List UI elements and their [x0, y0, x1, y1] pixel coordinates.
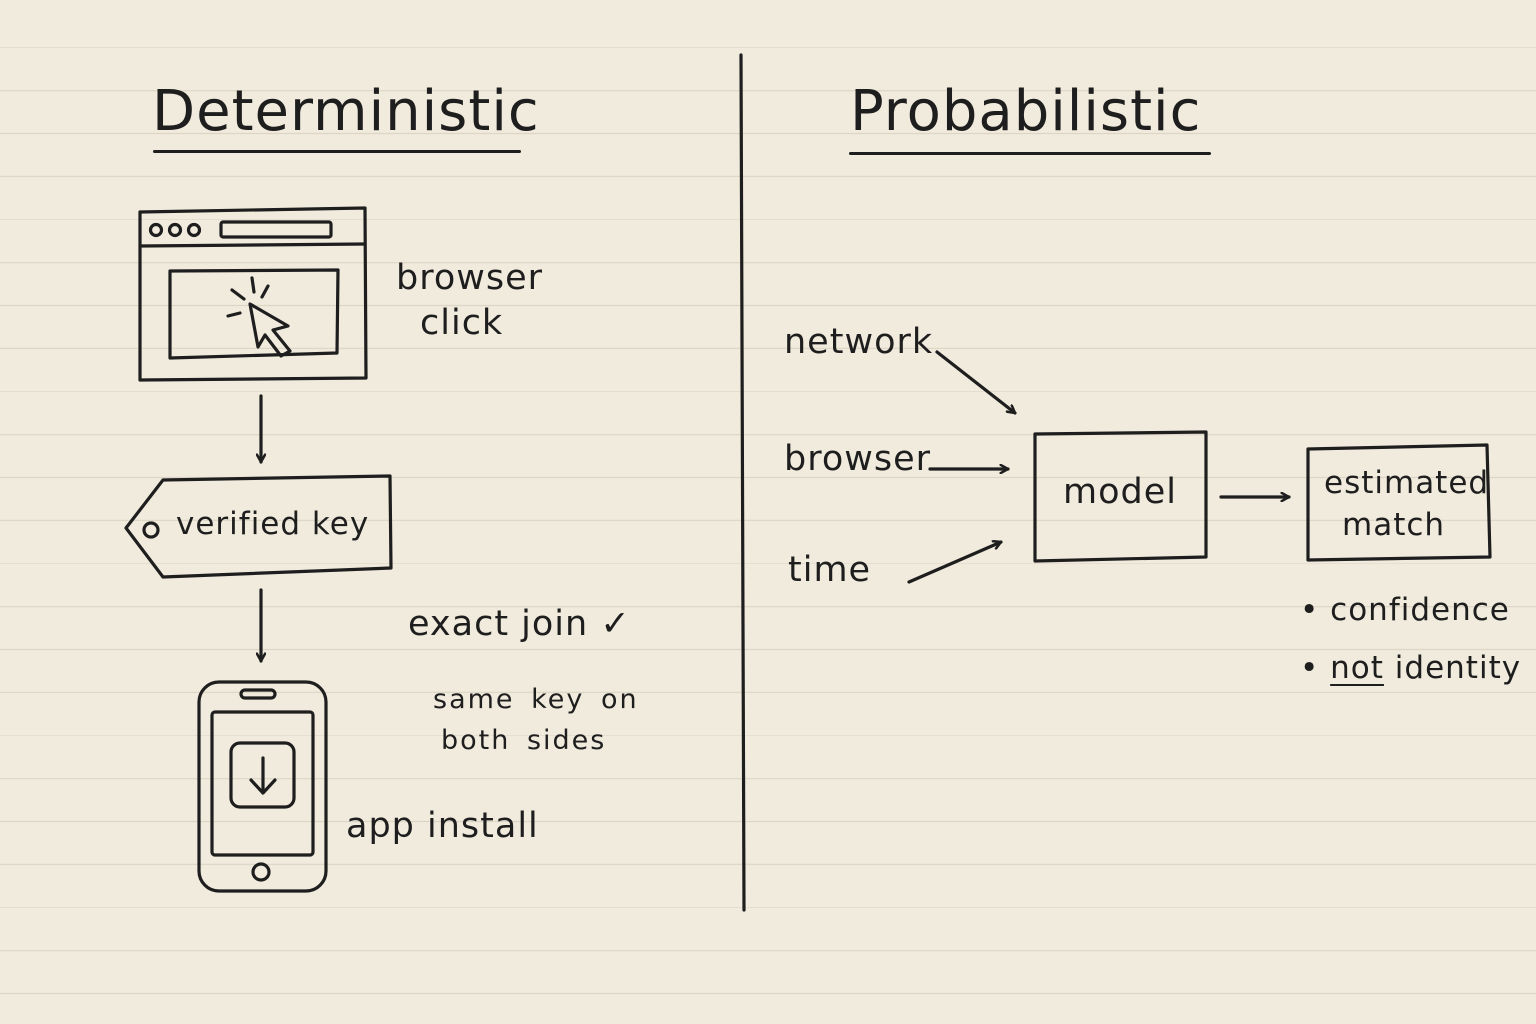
exact-join-label: exact join ✓	[408, 604, 631, 644]
input-network-label: network	[784, 322, 934, 362]
result-label-line1: estimated	[1324, 465, 1490, 501]
cursor-click-icon	[226, 276, 292, 358]
arrow-network-to-model	[935, 350, 1017, 415]
estimated-match-box	[1306, 443, 1492, 562]
phone-icon	[197, 680, 328, 893]
model-label: model	[1063, 472, 1177, 512]
bullet-not-identity: • not identity	[1300, 650, 1522, 687]
probabilistic-title-underline	[849, 152, 1211, 155]
note-line1: same key on	[433, 684, 639, 715]
center-divider	[739, 53, 746, 912]
arrow-time-to-model	[907, 542, 1003, 584]
bullet-confidence: • confidence	[1300, 592, 1510, 629]
bullet-mark: •	[1300, 592, 1320, 628]
probabilistic-title: Probabilistic	[850, 79, 1202, 144]
key-tag-icon	[124, 474, 393, 579]
note-line2: both sides	[441, 725, 607, 756]
bullet-mark: •	[1300, 650, 1320, 686]
result-label-line2: match	[1342, 507, 1446, 543]
bullet-emphasis: not	[1330, 650, 1384, 686]
browser-window-icon	[138, 206, 368, 382]
bullet-text: confidence	[1330, 592, 1510, 628]
deterministic-title: Deterministic	[152, 79, 540, 144]
app-install-label: app install	[346, 806, 539, 846]
input-time-label: time	[788, 550, 872, 590]
browser-label-line2: click	[420, 303, 504, 343]
model-box	[1033, 430, 1208, 563]
deterministic-title-underline	[153, 150, 521, 153]
bullet-text: identity	[1383, 650, 1522, 686]
download-icon	[229, 741, 296, 809]
key-tag-label: verified key	[176, 506, 370, 542]
browser-label-line1: browser	[396, 258, 544, 298]
input-browser-label: browser	[784, 439, 932, 479]
